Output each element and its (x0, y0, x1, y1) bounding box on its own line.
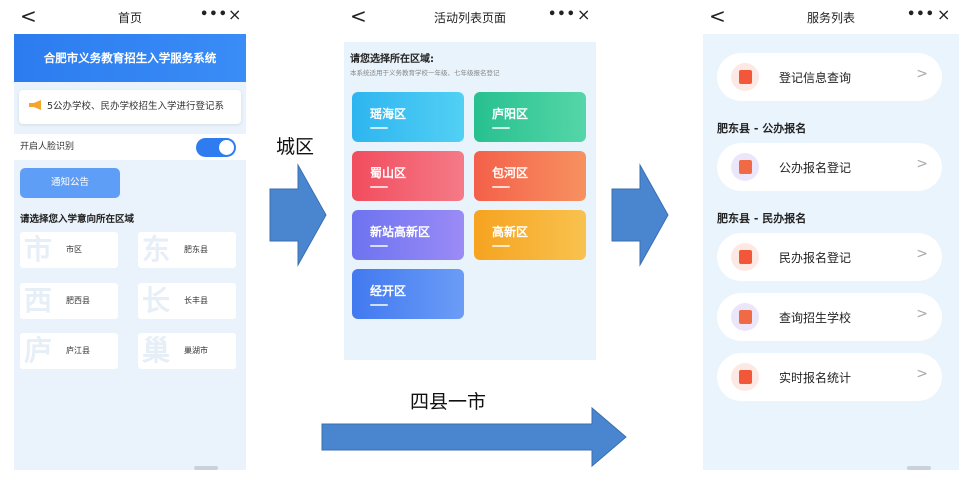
close-icon[interactable]: × (577, 5, 591, 24)
section-private: 肥东县 - 民办报名 (717, 212, 807, 225)
area-watermark: 巢 (142, 334, 171, 367)
area-cell-chaohu[interactable]: 巢 巢湖市 (138, 333, 236, 369)
page-title: 首页 (117, 11, 142, 25)
tile-label: 新站高新区 (370, 225, 431, 239)
area-label: 庐江县 (66, 346, 90, 355)
speaker-icon (29, 100, 41, 110)
tile-gaoxin[interactable]: 高新区 (474, 210, 586, 260)
region-heading: 请您选择所在区域: (350, 54, 434, 65)
service-public-registration[interactable]: 公办报名登记 > (717, 143, 942, 191)
face-recognition-toggle[interactable] (196, 138, 236, 157)
face-recognition-row: 开启人脸识别 (14, 134, 246, 160)
more-icon[interactable]: ••• (907, 7, 935, 22)
service-label: 实时报名统计 (779, 371, 852, 385)
tile-underline (370, 245, 388, 247)
close-icon[interactable]: × (228, 5, 242, 24)
edit-form-icon (731, 153, 759, 181)
arrow-to-service-list (611, 163, 669, 267)
top-bar: < 首页 ••• × (14, 0, 246, 34)
service-label: 查询招生学校 (779, 311, 852, 325)
area-cell-feixi[interactable]: 西 肥西县 (20, 283, 118, 319)
area-watermark: 庐 (24, 334, 53, 367)
service-registration-query[interactable]: 登记信息查询 > (717, 53, 942, 101)
area-cell-feidong[interactable]: 东 肥东县 (138, 232, 236, 268)
tile-underline (370, 127, 388, 129)
area-label: 肥西县 (66, 296, 90, 305)
chevron-right-icon: > (916, 306, 928, 322)
page-title: 活动列表页面 (433, 11, 506, 25)
region-panel: 请您选择所在区域: 本系统适用于义务教育学校一年级、七年级报名登记 瑶海区 庐阳… (344, 42, 596, 360)
top-bar: < 活动列表页面 ••• × (344, 0, 596, 34)
service-list-screen: < 服务列表 ••• × 登记信息查询 > 肥东县 - 公办报名 公办报名登记 … (703, 0, 959, 470)
area-label: 市区 (66, 245, 82, 254)
tile-yaohai[interactable]: 瑶海区 (352, 92, 464, 142)
region-subheading: 本系统适用于义务教育学校一年级、七年级报名登记 (350, 69, 500, 77)
tile-underline (370, 186, 388, 188)
area-watermark: 东 (142, 233, 171, 266)
arrow-counties-to-service-list (321, 406, 627, 468)
tile-xinzhan[interactable]: 新站高新区 (352, 210, 464, 260)
more-icon[interactable]: ••• (200, 7, 228, 22)
area-cell-lujiang[interactable]: 庐 庐江县 (20, 333, 118, 369)
area-cell-changfeng[interactable]: 长 长丰县 (138, 283, 236, 319)
area-watermark: 西 (24, 284, 53, 317)
tile-underline (370, 304, 388, 306)
tile-label: 经开区 (370, 284, 407, 298)
top-bar: < 服务列表 ••• × (703, 0, 959, 34)
chevron-right-icon: > (916, 246, 928, 262)
county-label: 四县一市 (410, 391, 487, 413)
clipboard-icon (731, 63, 759, 91)
tile-label: 包河区 (492, 166, 529, 180)
tile-underline (492, 127, 510, 129)
service-label: 民办报名登记 (779, 251, 852, 265)
chevron-right-icon: > (916, 156, 928, 172)
school-icon (731, 303, 759, 331)
tile-shushan[interactable]: 蜀山区 (352, 151, 464, 201)
scroll-indicator (907, 466, 931, 470)
tile-label: 瑶海区 (370, 107, 407, 121)
tile-underline (492, 186, 510, 188)
area-prompt: 请选择您入学意向所在区域 (20, 214, 135, 225)
edit-form-icon (731, 243, 759, 271)
tile-jingkai[interactable]: 经开区 (352, 269, 464, 319)
tile-baohe[interactable]: 包河区 (474, 151, 586, 201)
tile-luyang[interactable]: 庐阳区 (474, 92, 586, 142)
area-watermark: 长 (142, 284, 171, 317)
tile-label: 庐阳区 (492, 107, 529, 121)
arrow-to-city-list (269, 163, 327, 267)
back-icon[interactable]: < (709, 4, 726, 28)
service-label: 公办报名登记 (779, 161, 852, 175)
area-watermark: 市 (24, 233, 53, 266)
page-title: 服务列表 (806, 11, 855, 25)
section-public: 肥东县 - 公办报名 (717, 122, 807, 135)
more-icon[interactable]: ••• (548, 7, 576, 22)
notice-text: 5公办学校、民办学校招生入学进行登记系 (47, 101, 225, 112)
service-school-query[interactable]: 查询招生学校 > (717, 293, 942, 341)
notice-marquee[interactable]: 5公办学校、民办学校招生入学进行登记系 (19, 90, 241, 124)
area-label: 肥东县 (184, 245, 208, 254)
home-screen: < 首页 ••• × 合肥市义务教育招生入学服务系统 5公办学校、民办学校招生入… (14, 0, 246, 470)
clipboard-icon (731, 363, 759, 391)
service-private-registration[interactable]: 民办报名登记 > (717, 233, 942, 281)
tile-label: 蜀山区 (370, 166, 407, 180)
system-banner: 合肥市义务教育招生入学服务系统 (14, 34, 246, 82)
back-icon[interactable]: < (350, 4, 367, 28)
activity-list-screen: < 活动列表页面 ••• × 请您选择所在区域: 本系统适用于义务教育学校一年级… (344, 0, 596, 360)
notice-button[interactable]: 通知公告 (20, 168, 120, 198)
back-icon[interactable]: < (20, 4, 37, 28)
tile-underline (492, 245, 510, 247)
area-label: 长丰县 (184, 296, 208, 305)
close-icon[interactable]: × (937, 5, 951, 24)
scroll-indicator (194, 466, 218, 470)
chevron-right-icon: > (916, 366, 928, 382)
tile-label: 高新区 (492, 225, 529, 239)
service-label: 登记信息查询 (779, 71, 852, 85)
area-label: 巢湖市 (184, 346, 208, 355)
service-realtime-stats[interactable]: 实时报名统计 > (717, 353, 942, 401)
city-label: 城区 (276, 136, 315, 158)
chevron-right-icon: > (916, 66, 928, 82)
face-recognition-label: 开启人脸识别 (20, 142, 75, 152)
area-cell-city[interactable]: 市 市区 (20, 232, 118, 268)
